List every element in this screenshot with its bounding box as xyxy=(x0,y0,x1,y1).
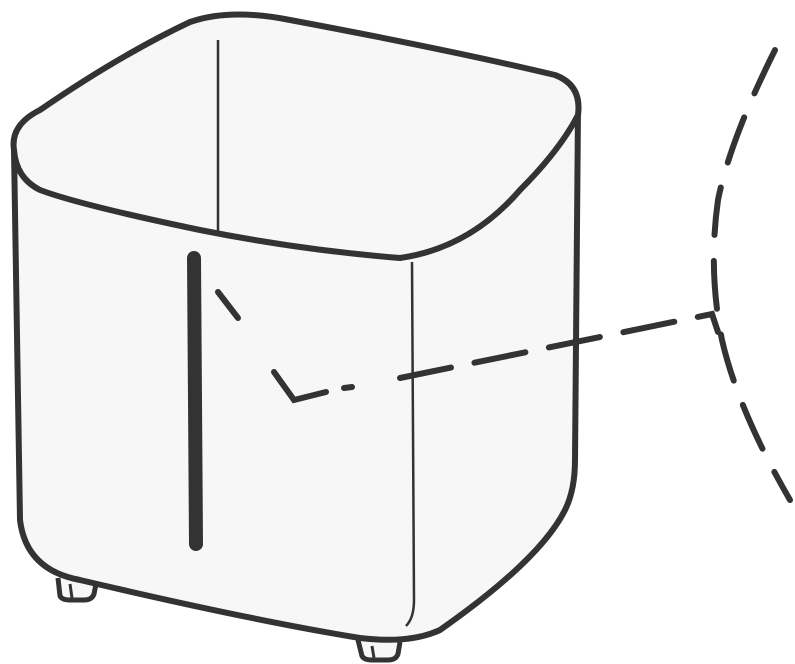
foot-right xyxy=(355,639,403,663)
callout-corner xyxy=(271,369,329,404)
dashed-callout xyxy=(215,47,793,503)
container-rim xyxy=(10,11,582,261)
callout-line-long xyxy=(397,310,721,381)
callout-arc xyxy=(710,47,793,503)
level-indicator xyxy=(187,251,203,551)
callout-pointer xyxy=(215,289,241,321)
callout-line xyxy=(341,384,355,391)
front-corner-edge xyxy=(405,261,416,627)
